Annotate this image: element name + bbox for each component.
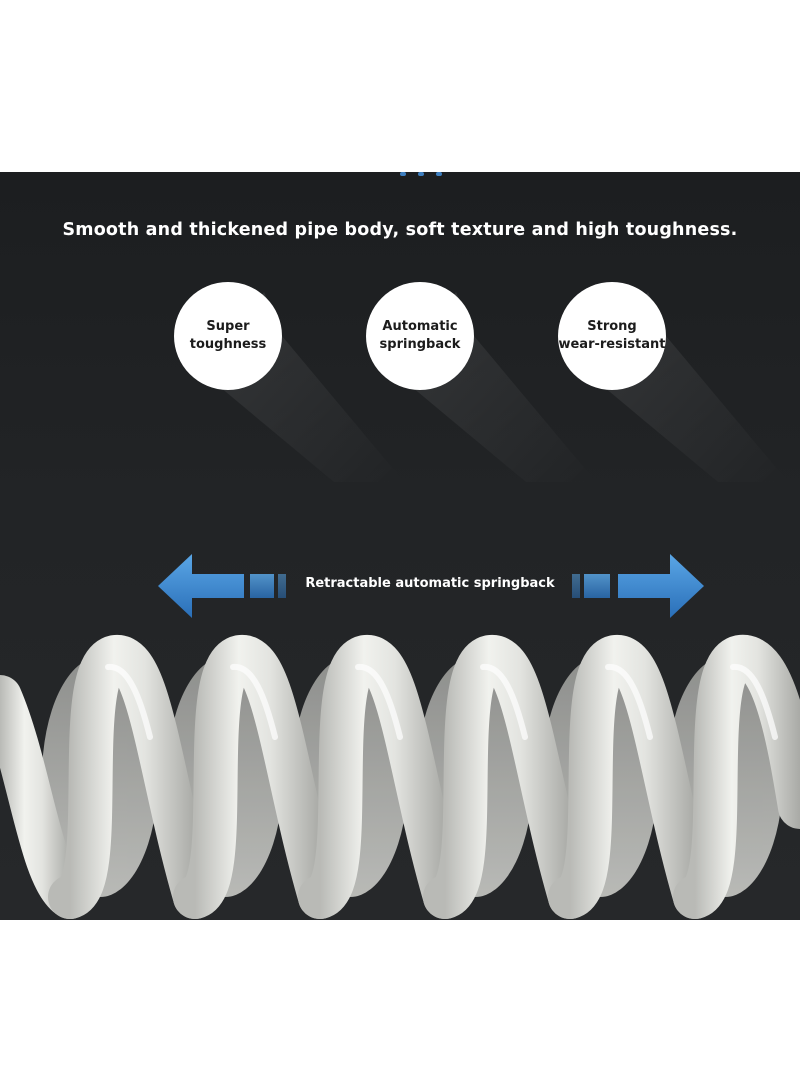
headline: Smooth and thickened pipe body, soft tex… bbox=[62, 220, 738, 240]
arrow-label: Retractable automatic springback bbox=[305, 576, 555, 591]
retractable-arrow: Retractable automatic springback bbox=[0, 552, 800, 622]
blue-glint-icon bbox=[400, 172, 442, 176]
feature-strong-wear-resistant: Strong wear-resistant bbox=[558, 282, 788, 482]
feature-circle: Super toughness bbox=[174, 282, 282, 390]
double-arrow-icon bbox=[158, 554, 704, 618]
product-panel: Smooth and thickened pipe body, soft tex… bbox=[0, 172, 800, 920]
feature-automatic-springback: Automatic springback bbox=[366, 282, 596, 482]
feature-circle: Strong wear-resistant bbox=[558, 282, 666, 390]
coiled-hose-illustration bbox=[0, 635, 800, 919]
feature-super-toughness: Super toughness bbox=[174, 282, 404, 482]
feature-circle: Automatic springback bbox=[366, 282, 474, 390]
